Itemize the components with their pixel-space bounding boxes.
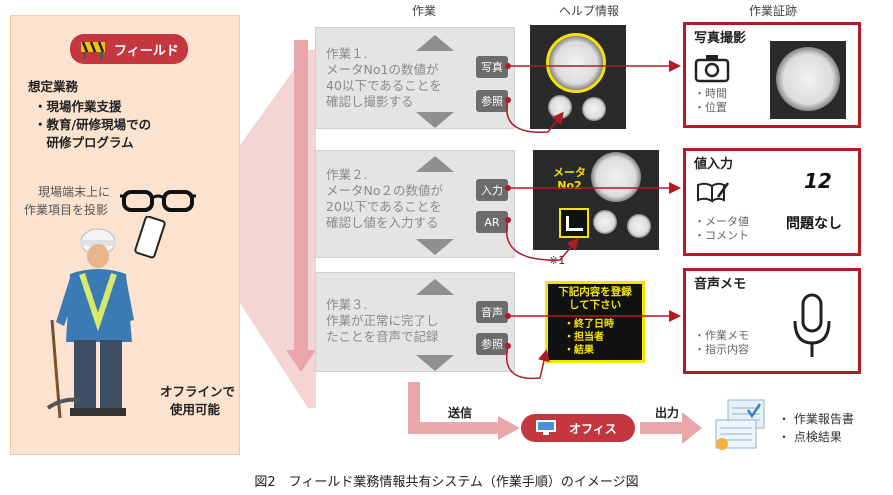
offline-text: オフラインで bbox=[160, 384, 236, 399]
assumed-work-item: ・教育/研修現場での bbox=[34, 117, 152, 132]
task-text: 確認し値を入力する bbox=[326, 215, 439, 230]
ar-button[interactable]: AR bbox=[476, 211, 508, 233]
output-item: ・ 作業報告書 bbox=[778, 412, 854, 426]
column-header-help: ヘルプ情報 bbox=[559, 4, 620, 18]
entered-value: 12 bbox=[804, 169, 832, 193]
task-text: メータNo２の数値が bbox=[326, 183, 443, 198]
smart-glasses-icon bbox=[120, 190, 196, 212]
computer-icon bbox=[536, 420, 556, 435]
offline-text: 使用可能 bbox=[170, 402, 221, 417]
help-meter-photo-2: メータ No2 bbox=[533, 150, 659, 250]
smartphone-icon bbox=[134, 216, 166, 259]
task-card-2: 作業２. メータNo２の数値が 20以下であることを 確認し値を入力する 入力 … bbox=[315, 150, 515, 258]
field-worker-illustration bbox=[46, 228, 134, 419]
meter-gauge-icon bbox=[582, 97, 606, 121]
column-header-evidence: 作業証跡 bbox=[749, 4, 798, 18]
reference-button[interactable]: 参照 bbox=[476, 90, 508, 112]
task-text: たことを音声で記録 bbox=[326, 329, 439, 344]
task-text: 40以下であることを bbox=[326, 78, 442, 93]
ar-marker-icon bbox=[559, 208, 589, 238]
projection-beam bbox=[238, 40, 316, 408]
photo-button[interactable]: 写真 bbox=[476, 56, 508, 78]
record-card-voice: 音声メモ ・作業メモ ・指示内容 bbox=[683, 268, 861, 374]
report-documents-icon bbox=[715, 399, 765, 450]
scroll-up-icon[interactable] bbox=[416, 156, 454, 172]
notebook-pen-icon bbox=[697, 182, 730, 203]
camera-icon bbox=[694, 55, 730, 83]
record-item: ・メータ値 bbox=[694, 215, 749, 228]
projection-text: 現場端末上に bbox=[38, 185, 111, 199]
meter-gauge-icon bbox=[776, 47, 840, 111]
field-panel bbox=[10, 15, 240, 455]
construction-barrier-icon bbox=[81, 41, 105, 59]
meter-gauge-icon bbox=[591, 152, 641, 202]
record-card-value: 値入力 ・メータ値 ・コメント 12 問題なし bbox=[683, 148, 861, 256]
scroll-down-icon[interactable] bbox=[416, 355, 454, 371]
help-meter-photo-1 bbox=[530, 25, 626, 129]
scroll-up-icon[interactable] bbox=[416, 35, 454, 51]
record-item: ・時間 bbox=[694, 87, 727, 100]
voice-prompt-card: 下記内容を登録 して下さい ・終了日時 ・担当者 ・結果 bbox=[545, 281, 645, 363]
scroll-down-icon[interactable] bbox=[416, 112, 454, 128]
output-item: ・ 点検結果 bbox=[778, 430, 842, 444]
column-header-task: 作業 bbox=[412, 4, 437, 18]
task-card-1: 作業１. メータNo1の数値が 40以下であることを 確認し撮影する 写真 参照 bbox=[315, 27, 515, 129]
task-text: メータNo1の数値が bbox=[326, 62, 439, 77]
task-text: 確認し撮影する bbox=[326, 94, 414, 109]
office-badge: オフィス bbox=[521, 414, 635, 442]
meter-label: メータ bbox=[553, 166, 586, 179]
input-button[interactable]: 入力 bbox=[476, 179, 508, 201]
scroll-up-icon[interactable] bbox=[416, 279, 454, 295]
assumed-work-item: ・現場作業支援 bbox=[34, 99, 122, 114]
task-text: 作業１. bbox=[326, 46, 368, 61]
record-title: 値入力 bbox=[694, 157, 734, 172]
task-text: 作業が正常に完了し bbox=[326, 313, 439, 328]
reference-button[interactable]: 参照 bbox=[476, 333, 508, 355]
microphone-icon bbox=[793, 293, 831, 357]
record-card-photo: 写真撮影 ・時間 ・位置 bbox=[683, 22, 861, 128]
record-title: 音声メモ bbox=[694, 277, 747, 292]
meter-gauge-icon bbox=[546, 33, 606, 93]
task-text: 20以下であることを bbox=[326, 199, 442, 214]
output-label: 出力 bbox=[655, 406, 680, 420]
record-item: ・指示内容 bbox=[694, 343, 749, 356]
projection-text: 作業項目を投影 bbox=[24, 203, 109, 217]
record-title: 写真撮影 bbox=[694, 31, 747, 46]
assumed-work-title: 想定業務 bbox=[28, 79, 79, 94]
meter-gauge-icon bbox=[627, 214, 651, 238]
record-item: ・コメント bbox=[694, 229, 749, 242]
figure-caption: 図2 フィールド業務情報共有システム（作業手順）のイメージ図 bbox=[254, 475, 639, 490]
voice-prompt-item: ・担当者 bbox=[564, 332, 604, 343]
captured-photo bbox=[770, 41, 846, 119]
assumed-work-item: 研修プログラム bbox=[34, 135, 134, 150]
voice-prompt-text: して下さい bbox=[568, 299, 622, 311]
status-text: 問題なし bbox=[786, 216, 842, 232]
field-badge-label: フィールド bbox=[114, 43, 179, 59]
voice-prompt-item: ・終了日時 bbox=[564, 319, 614, 330]
scroll-down-icon[interactable] bbox=[416, 239, 454, 255]
office-label: オフィス bbox=[569, 422, 617, 436]
meter-gauge-icon bbox=[593, 210, 617, 234]
voice-prompt-text: 下記内容を登録 bbox=[558, 286, 632, 298]
send-label: 送信 bbox=[448, 406, 473, 420]
record-item: ・位置 bbox=[694, 101, 727, 114]
task-text: 作業２. bbox=[326, 167, 368, 182]
task-text: 作業３. bbox=[326, 297, 368, 312]
voice-button[interactable]: 音声 bbox=[476, 301, 508, 323]
record-item: ・作業メモ bbox=[694, 329, 749, 342]
voice-prompt-item: ・結果 bbox=[564, 345, 594, 356]
task-card-3: 作業３. 作業が正常に完了し たことを音声で記録 音声 参照 bbox=[315, 272, 515, 372]
